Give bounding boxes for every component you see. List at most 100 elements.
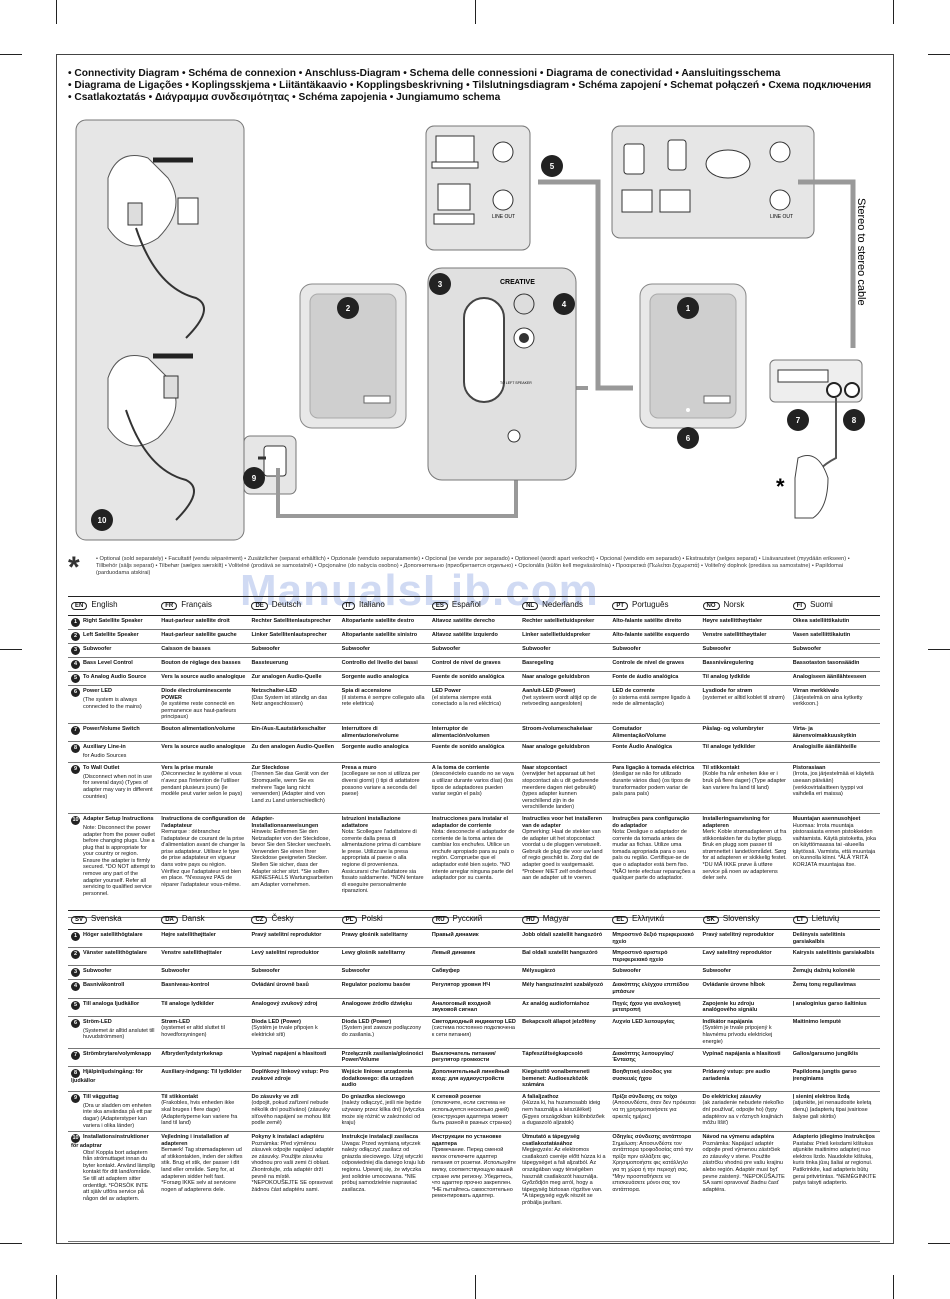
table-cell: Analogiseen äänilähteeseen	[789, 671, 880, 686]
cell-label: Subwoofer	[341, 968, 371, 975]
table-cell: Instruções para configuração do adaptado…	[609, 813, 700, 918]
table-cell: Vers la source audio analogique	[158, 741, 249, 763]
cell-label: Mély hangszínszint szabályozó	[522, 982, 604, 989]
cell-label: Höger satellithögtalare	[83, 932, 143, 938]
table-cell: Žemų tonų reguliavimas	[789, 979, 880, 999]
cell-note: (el sistema siempre está conectado a la …	[431, 694, 501, 708]
cell-label: Analogisille äänilähteille	[792, 744, 857, 751]
cell-label: Till analoga ljudkällor	[83, 1000, 140, 1007]
table-cell: Μπροστινό δεξιό περιφερειακό ηχείο	[609, 929, 700, 949]
device-icon	[621, 189, 653, 213]
cell-note: (Koble fra når enheten ikke er i bruk på…	[702, 771, 786, 791]
crop-mark	[0, 54, 22, 55]
callout-3: 3	[438, 280, 443, 289]
row-number-badge: 8	[71, 1068, 80, 1078]
table-cell: Control de nivel de graves	[428, 657, 520, 672]
table-cell: Выключатель питания/регулятор громкости	[428, 1048, 520, 1067]
cell-note: (het systeem wordt altijd op de netvoedi…	[522, 694, 597, 708]
cell-label: Diode électroluminescente POWER	[161, 688, 232, 701]
cell-label: Levý satelitní reproduktor	[251, 950, 319, 957]
table-cell: Galios/garsumo jungiklis	[789, 1048, 880, 1067]
table-cell: Levý satelitní reproduktor	[248, 947, 339, 967]
cell-note: Nota: Desligue o adaptador de corrente d…	[612, 829, 696, 882]
table-cell: Vasen satelliittikaiutin	[789, 629, 880, 644]
row-number-badge: 4	[71, 660, 80, 669]
table-cell: Virta- ja äänenvoimakkuuskytkin	[789, 723, 880, 743]
cell-label: Altoparlante satellite sinistro	[341, 632, 418, 638]
subwoofer: CREATIVE TO LEFT SPEAKER	[427, 267, 577, 481]
row-number-badge: 5	[71, 674, 80, 683]
language-code: LT	[792, 915, 808, 925]
cell-label: Venstre satellitthøyttaler	[702, 632, 767, 638]
table-cell: Subwoofer	[248, 965, 339, 981]
cell-label: Interruttore di alimentazione/volume	[341, 725, 399, 739]
language-code: PT	[612, 601, 628, 611]
language-code: DA	[161, 915, 178, 925]
table-cell: Subwoofer	[789, 643, 880, 658]
cell-note: Uwaga: Przed wymianą wtyczek należy odłą…	[341, 1140, 425, 1193]
crop-mark	[56, 1275, 57, 1299]
cell-label: Strömbrytare/volymknapp	[83, 1050, 152, 1057]
cell-label: Adapterio įdiegimo instrukcijos	[792, 1134, 875, 1141]
cell-label: Vasen satelliittikaiutin	[792, 632, 851, 638]
language-name: Česky	[271, 913, 294, 923]
cell-label: Az analóg audioforráshoz	[522, 1000, 590, 1007]
cell-note: (ak zariadenie nebudete niekoľko dní pou…	[702, 1100, 784, 1127]
cell-label: Subwoofer	[612, 968, 641, 975]
cell-label: Wejście liniowe urządzenia dodatkowego: …	[341, 1068, 414, 1089]
table-cell: Lysdiode for strøm(systemet er alltid ko…	[699, 685, 790, 724]
table-cell: Netzschalter-LED(Das System ist ständig …	[248, 685, 339, 724]
table-cell: Spia di accensione(il sistema è sempre c…	[338, 685, 429, 724]
cd-player-icon	[705, 149, 751, 179]
cell-label: Bassotaston tasonsäädin	[792, 660, 860, 666]
callout-7: 7	[796, 416, 801, 425]
language-code: PL	[341, 915, 358, 925]
cell-note: (desligar se não for utilizado durante v…	[612, 771, 691, 798]
cell-label: Sorgente audio analogica	[341, 674, 409, 680]
table-cell: Alto-falante satélite esquerdo	[609, 629, 700, 644]
cell-label: Subwoofer	[251, 646, 280, 652]
cell-label: Fuente de sonido analógica	[431, 744, 505, 751]
heading-line: • Diagrama de Ligações • Koplingsskjema …	[68, 80, 872, 91]
power-adapter-icon	[263, 445, 287, 477]
cell-label: Lysdiode for strøm	[702, 688, 753, 694]
table-cell: Pistorasiaan(Irrota, jos järjestelmää ei…	[789, 762, 880, 814]
cell-note: Pastaba: Prieš keisdami kištukus atjunki…	[792, 1140, 877, 1187]
cell-label: Hjälpinljudsingång: för ljudkällor	[71, 1068, 143, 1084]
table-cell: Mélysugárzó	[519, 965, 610, 981]
callout-1: 1	[686, 304, 691, 313]
language-code: SV	[71, 915, 88, 925]
cell-label: Lewy głośnik satelitarny	[341, 950, 406, 957]
table-cell: LED de corrente(o sistema está sempre li…	[609, 685, 700, 724]
cell-label: Žemų tonų reguliavimas	[792, 982, 857, 989]
table-cell: Controle de nível de graves	[609, 657, 700, 672]
table-cell: Kairysis satelitinis garsiakalbis	[789, 947, 880, 967]
desktop-pc-icon	[437, 183, 471, 211]
cell-label: Do zásuvky ve zdi	[251, 1093, 299, 1100]
table-cell: Ovládanie úrovne hĺbok	[699, 979, 790, 999]
cell-label: Right Satellite Speaker	[83, 618, 143, 624]
cell-label: Ein-/Aus-/Lautstärkeschalter	[251, 725, 327, 732]
language-name: Polski	[361, 913, 383, 923]
cell-note: for Audio Sources	[83, 753, 127, 760]
laptop-icon	[435, 135, 475, 163]
table-cell: Analogový zvukový zdroj	[248, 998, 339, 1017]
table-cell: Interruptor de alimentación/volumen	[428, 723, 520, 743]
cell-label: Vypínač napájania a hlasitosti	[702, 1050, 781, 1057]
crop-mark	[475, 1275, 476, 1299]
cell-label: Сабвуфер	[431, 968, 460, 975]
cell-label: Zapojenie ku zdroju analógového signálu	[702, 1000, 758, 1014]
table-cell: Naar analoge geluidsbron	[519, 741, 610, 763]
table-cell: Para ligação à tomada eléctrica(desligar…	[609, 762, 700, 814]
cell-label: Regulator poziomu basów	[341, 982, 411, 989]
language-name: Español	[451, 599, 481, 609]
cell-note: Huomaa: Irrota muuntaja pistorasiasta en…	[792, 822, 876, 869]
